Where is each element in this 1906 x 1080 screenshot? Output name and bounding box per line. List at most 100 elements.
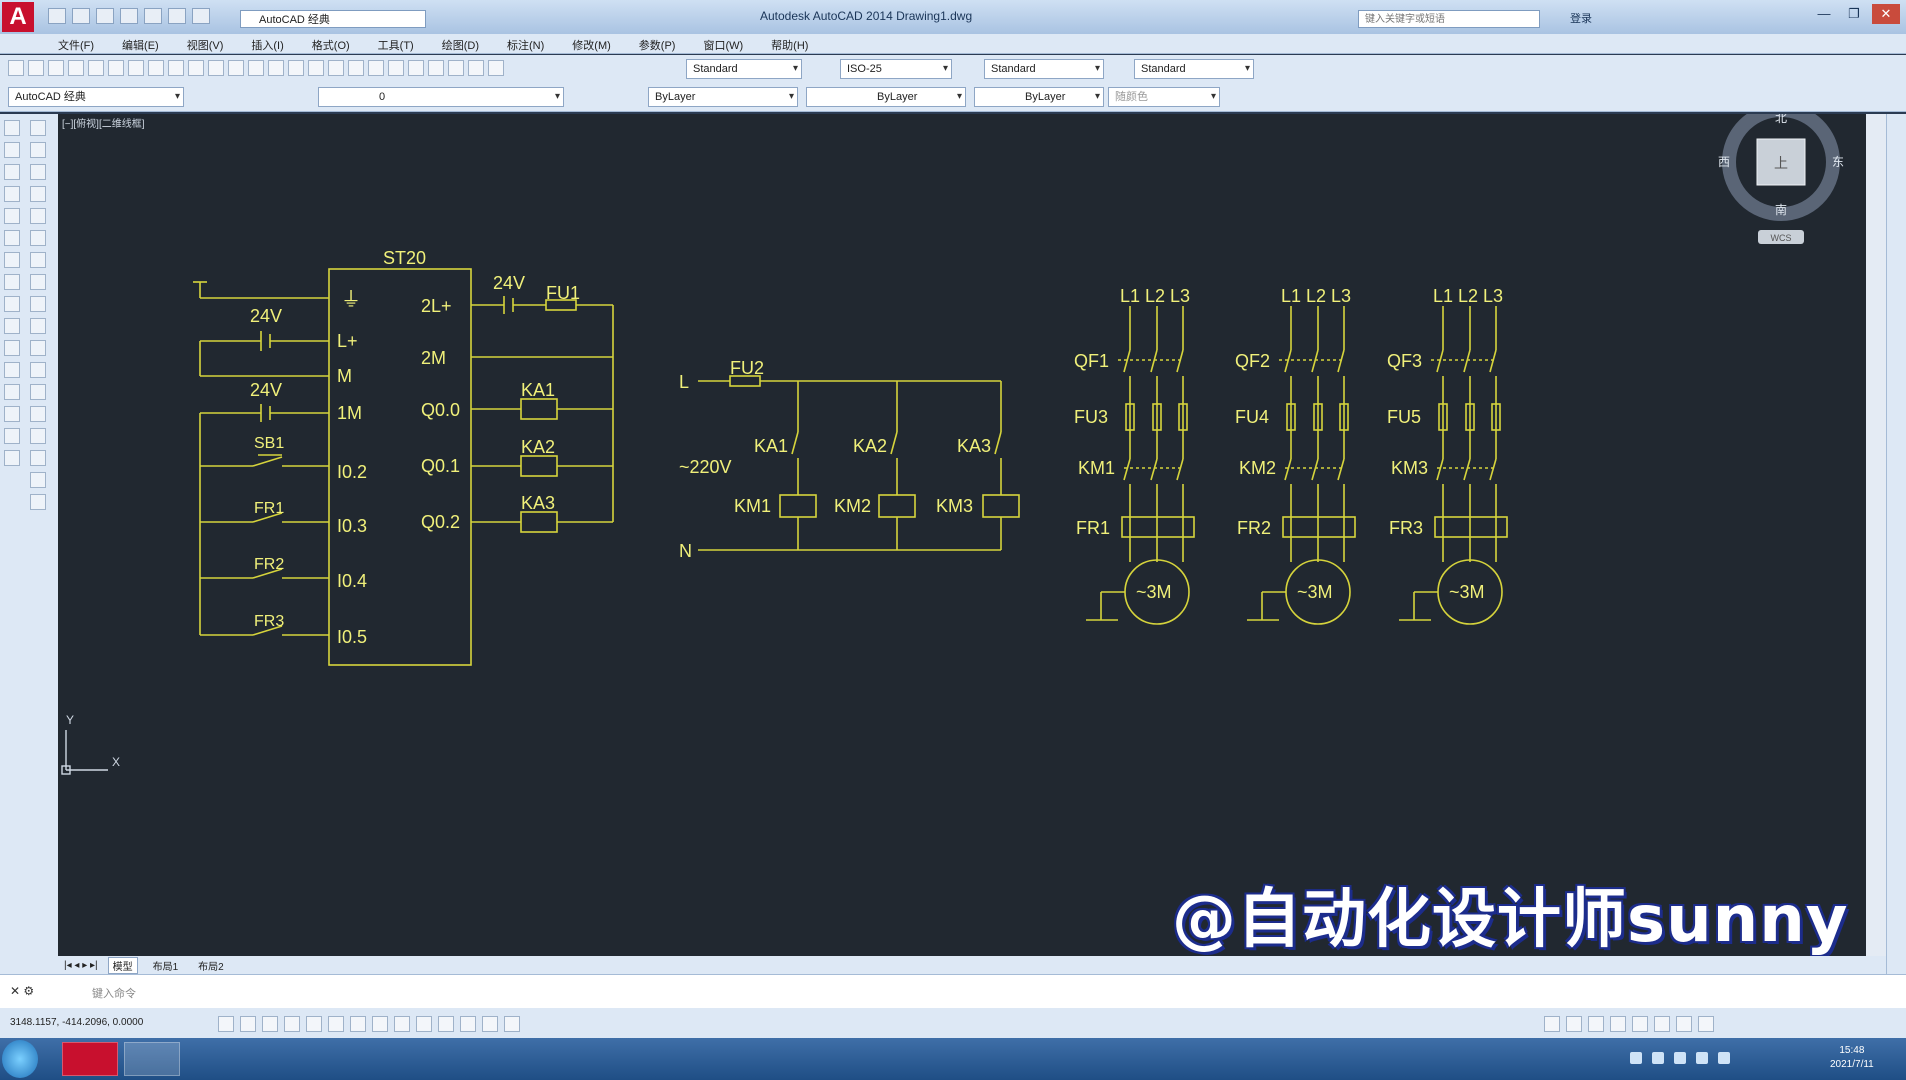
m1-qf-pole2[interactable]: [1150, 349, 1158, 373]
circle-icon[interactable]: [30, 252, 46, 268]
hatch-icon[interactable]: [30, 406, 46, 422]
m3-km-pole3[interactable]: [1489, 458, 1497, 481]
tray-keyboard-icon[interactable]: [1630, 1052, 1642, 1064]
close-cmd-icon[interactable]: ✕ ⚙: [10, 984, 35, 998]
mtext-icon[interactable]: [30, 494, 46, 510]
chamfer-icon[interactable]: [4, 406, 20, 422]
lock-icon[interactable]: [1632, 1016, 1648, 1032]
line-icon[interactable]: [30, 120, 46, 136]
block-editor-icon[interactable]: [228, 60, 244, 76]
menu-draw[interactable]: 绘图(D): [441, 40, 479, 52]
scale-icon[interactable]: [4, 274, 20, 290]
preview-icon[interactable]: [88, 60, 104, 76]
vertical-scrollbar[interactable]: [1866, 114, 1886, 956]
save-as-icon[interactable]: [120, 8, 138, 24]
arc-icon[interactable]: [30, 230, 46, 246]
km3-coil[interactable]: [982, 494, 1020, 518]
mleader-style-select[interactable]: Standard: [1134, 59, 1254, 79]
zoom-previous-icon[interactable]: [348, 60, 364, 76]
m3-qf-pole2[interactable]: [1463, 349, 1471, 373]
point-icon[interactable]: [30, 384, 46, 400]
m2-fuse-3[interactable]: [1339, 403, 1349, 431]
make-block-icon[interactable]: [30, 362, 46, 378]
m2-km-pole1[interactable]: [1284, 458, 1292, 481]
quickcalc-icon[interactable]: [468, 60, 484, 76]
m3-qf-pole3[interactable]: [1489, 349, 1497, 373]
offset-icon[interactable]: [4, 186, 20, 202]
close-button[interactable]: ✕: [1872, 4, 1900, 24]
copy-object-icon[interactable]: [4, 142, 20, 158]
m2-qf-pole3[interactable]: [1337, 349, 1345, 373]
m2-fuse-1[interactable]: [1286, 403, 1296, 431]
wcs-menu-button[interactable]: [1758, 230, 1804, 244]
copy-icon[interactable]: [168, 60, 184, 76]
trim-icon[interactable]: [4, 318, 20, 334]
help-icon[interactable]: [488, 60, 504, 76]
move-icon[interactable]: [4, 230, 20, 246]
viewcube-face[interactable]: [1756, 138, 1806, 186]
3d-print-icon[interactable]: [128, 60, 144, 76]
tray-volume-icon[interactable]: [1696, 1052, 1708, 1064]
ka1-contact[interactable]: [791, 431, 799, 455]
array-icon[interactable]: [4, 208, 20, 224]
linetype-select[interactable]: ByLayer: [806, 87, 966, 107]
m3-fuse-1[interactable]: [1438, 403, 1448, 431]
insert-block-icon[interactable]: [30, 340, 46, 356]
menu-help[interactable]: 帮助(H): [771, 40, 809, 52]
viewcube[interactable]: 上 北 南 东 西 WCS: [1718, 103, 1844, 244]
viewcube-south[interactable]: 南: [1775, 202, 1787, 217]
taskbar-autocad[interactable]: [62, 1042, 118, 1076]
new-icon[interactable]: [48, 8, 66, 24]
tool-palettes-icon[interactable]: [408, 60, 424, 76]
qp-toggle-icon[interactable]: [460, 1016, 476, 1032]
pan-icon[interactable]: [288, 60, 304, 76]
restore-button[interactable]: ❐: [1848, 6, 1860, 21]
open-icon[interactable]: [72, 8, 90, 24]
tab-layout2[interactable]: 布局2: [198, 961, 224, 973]
zoom-window-icon[interactable]: [328, 60, 344, 76]
m3-km-pole1[interactable]: [1436, 458, 1444, 481]
signin-button[interactable]: 登录: [1570, 13, 1592, 25]
ellipse-icon[interactable]: [30, 318, 46, 334]
menu-insert[interactable]: 插入(I): [251, 40, 284, 52]
save-icon[interactable]: [48, 60, 64, 76]
stretch-icon[interactable]: [4, 296, 20, 312]
tray-flag-icon[interactable]: [1718, 1052, 1730, 1064]
start-button[interactable]: [2, 1040, 38, 1078]
m2-qf-pole1[interactable]: [1284, 349, 1292, 373]
menu-file[interactable]: 文件(F): [58, 40, 95, 52]
sb1-contact[interactable]: [252, 456, 283, 467]
m1-fuse-2[interactable]: [1152, 403, 1162, 431]
m2-fuse-2[interactable]: [1313, 403, 1323, 431]
m3-fuse-2[interactable]: [1465, 403, 1475, 431]
table-style-select[interactable]: Standard: [984, 59, 1104, 79]
hardware-accel-icon[interactable]: [1654, 1016, 1670, 1032]
m1-overload[interactable]: [1121, 516, 1195, 538]
autocad-logo-button[interactable]: A: [2, 2, 34, 32]
color-select[interactable]: ByLayer: [648, 87, 798, 107]
ka3-coil[interactable]: [520, 511, 558, 533]
menu-parametric[interactable]: 参数(P): [638, 40, 676, 52]
sc-toggle-icon[interactable]: [482, 1016, 498, 1032]
m1-km-pole3[interactable]: [1176, 458, 1184, 481]
join-icon[interactable]: [4, 384, 20, 400]
otrack-toggle-icon[interactable]: [350, 1016, 366, 1032]
tpy-toggle-icon[interactable]: [438, 1016, 454, 1032]
fillet-icon[interactable]: [4, 428, 20, 444]
model-space-icon[interactable]: [1544, 1016, 1560, 1032]
drawing-canvas[interactable]: [−][俯视][二维线框] 上 北 南 东 西 WCS: [58, 103, 1866, 956]
markup-icon[interactable]: [448, 60, 464, 76]
zoom-realtime-icon[interactable]: [308, 60, 324, 76]
tab-model[interactable]: 模型: [107, 956, 138, 974]
revcloud-icon[interactable]: [30, 274, 46, 290]
fr2-contact[interactable]: [252, 568, 283, 579]
menu-modify[interactable]: 修改(M): [572, 40, 611, 52]
tray-shield-icon[interactable]: [1674, 1052, 1686, 1064]
sheet-set-icon[interactable]: [428, 60, 444, 76]
tab-nav-arrows[interactable]: |◂ ◂ ▸ ▸|: [64, 959, 98, 971]
rectangle-icon[interactable]: [30, 208, 46, 224]
ka1-coil[interactable]: [520, 398, 558, 420]
ka2-contact[interactable]: [890, 431, 898, 455]
m1-km-pole2[interactable]: [1150, 458, 1158, 481]
redo-icon[interactable]: [192, 8, 210, 24]
